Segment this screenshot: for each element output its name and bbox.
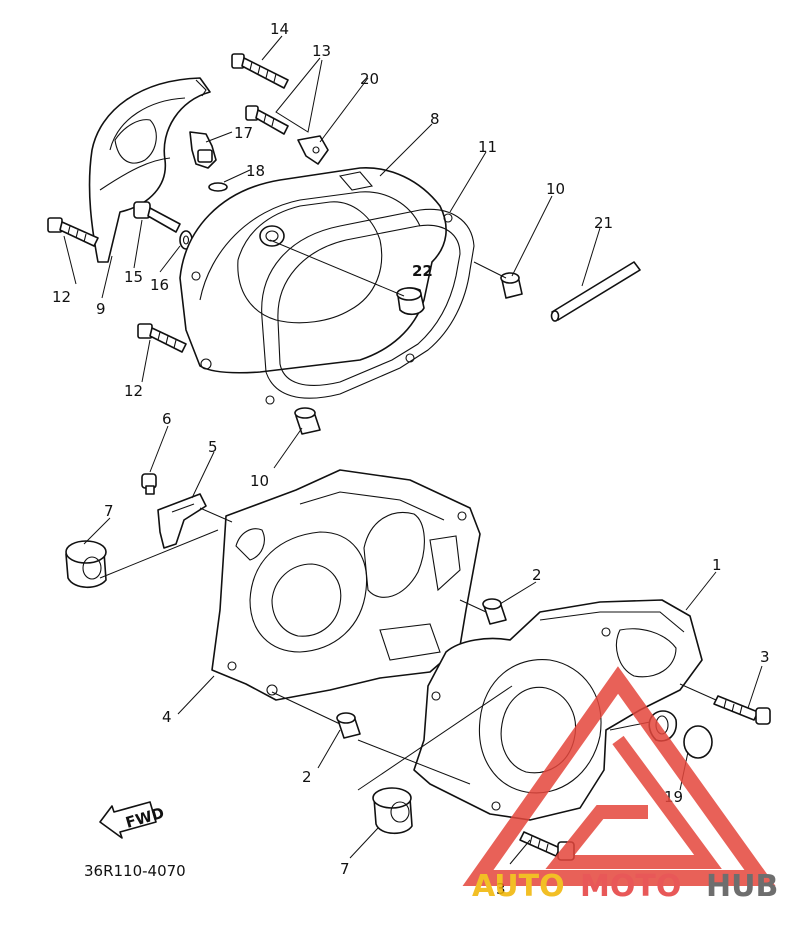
bolt-14 — [231, 53, 289, 89]
callout-16: 16 — [150, 276, 169, 294]
screw-6 — [141, 473, 157, 495]
callout-3-bottom: 3 — [496, 880, 506, 898]
o-ring-18 — [208, 182, 228, 192]
bolt-3-right — [713, 695, 771, 725]
bearing-7-bottom — [372, 787, 413, 835]
watermark-auto: AUTO — [472, 869, 565, 904]
dowel-2-right — [482, 598, 507, 625]
watermark-moto: MOTO — [580, 869, 681, 904]
callout-14: 14 — [270, 20, 289, 38]
callout-22: 22 — [412, 262, 433, 280]
gasket-11 — [261, 208, 475, 405]
magneto-cover — [88, 77, 211, 263]
crankcase-right-1 — [413, 599, 703, 821]
callout-21: 21 — [594, 214, 613, 232]
callout-6: 6 — [162, 410, 172, 428]
callout-8: 8 — [430, 110, 440, 128]
sensor-17 — [189, 131, 217, 169]
dowel-2-lower — [336, 712, 361, 739]
callout-3-right: 3 — [760, 648, 770, 666]
callout-7-left: 7 — [104, 502, 114, 520]
callout-20: 20 — [360, 70, 379, 88]
callout-1: 1 — [712, 556, 722, 574]
document-code: 36R110-4070 — [84, 862, 186, 880]
bracket-20 — [297, 135, 329, 165]
watermark-hub: HUB — [706, 869, 778, 904]
bearing-7-left — [65, 540, 107, 589]
fwd-arrow — [99, 801, 157, 839]
callout-12-lower: 12 — [124, 382, 143, 400]
dowel-10-middle — [294, 407, 321, 435]
callout-10-middle: 10 — [250, 472, 269, 490]
callout-12-upper: 12 — [52, 288, 71, 306]
bolt-12-upper — [47, 217, 99, 247]
callout-18: 18 — [246, 162, 265, 180]
crankcase-cover-8 — [179, 167, 447, 374]
callout-2-lower: 2 — [302, 768, 312, 786]
bolt-12-lower — [137, 323, 187, 353]
callout-15: 15 — [124, 268, 143, 286]
watermark-triangle-icon — [462, 666, 776, 886]
callout-2-right: 2 — [532, 566, 542, 584]
bearing-22 — [396, 287, 425, 316]
callout-5: 5 — [208, 438, 218, 456]
dowel-10-upper — [500, 272, 523, 299]
callout-11: 11 — [478, 138, 497, 156]
shift-fork-5 — [157, 493, 207, 549]
rod-21 — [550, 261, 641, 322]
callout-17: 17 — [234, 124, 253, 142]
bolt-15 — [133, 201, 181, 233]
callout-4: 4 — [162, 708, 172, 726]
callout-10-upper: 10 — [546, 180, 565, 198]
callout-7-bottom: 7 — [340, 860, 350, 878]
callout-9: 9 — [96, 300, 106, 318]
callout-13: 13 — [312, 42, 331, 60]
bolt-13 — [245, 105, 289, 135]
watermark-logo: AUTO MOTO HUB — [462, 666, 778, 904]
